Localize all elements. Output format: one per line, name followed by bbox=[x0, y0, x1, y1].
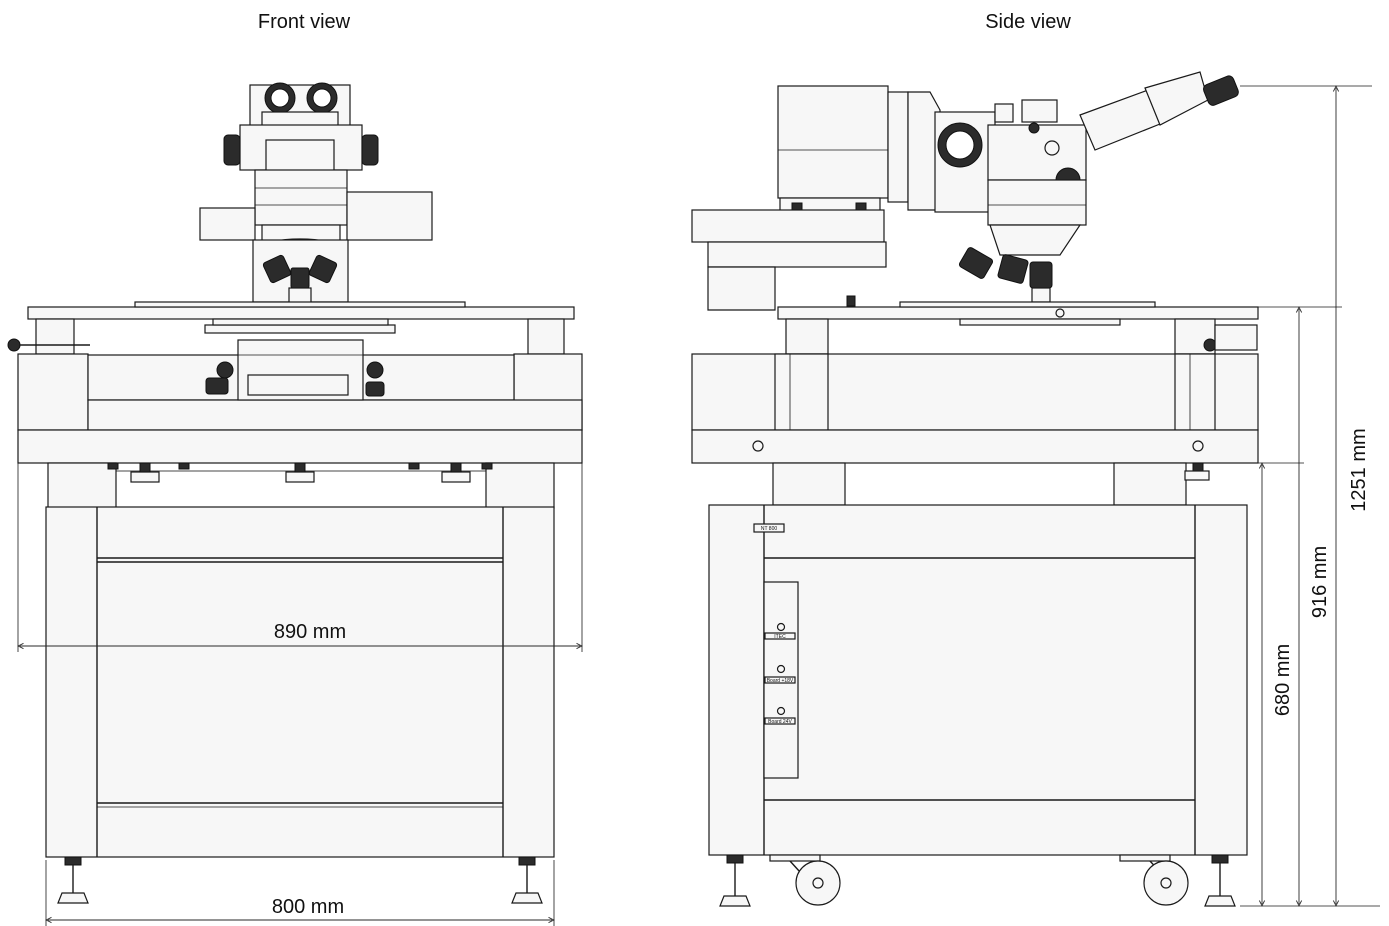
side-base-frame: NT 800 ITEC Board +18V Board 24V bbox=[708, 504, 1248, 907]
side-table bbox=[691, 429, 1259, 506]
front-microscope bbox=[199, 82, 433, 305]
side-microscope bbox=[934, 71, 1239, 303]
panel-label-2: Board +18V bbox=[767, 678, 794, 684]
side-view: Side view bbox=[691, 11, 1380, 907]
side-lamp-housing bbox=[691, 85, 941, 311]
front-dimension-890: 890 mm bbox=[18, 354, 582, 652]
side-dimension-916: 916 mm bbox=[1258, 307, 1342, 904]
panel-label-3: Board 24V bbox=[768, 719, 792, 725]
front-stage bbox=[7, 301, 583, 431]
side-height-1251-label: 1251 mm bbox=[1348, 428, 1370, 511]
front-leveling-feet bbox=[107, 462, 493, 483]
side-control-panel: ITEC Board +18V Board 24V bbox=[763, 581, 799, 779]
front-view-title: Front view bbox=[258, 11, 351, 33]
side-leveling-feet bbox=[719, 854, 1236, 907]
side-height-680-label: 680 mm bbox=[1272, 644, 1294, 716]
front-width-800-label: 800 mm bbox=[272, 896, 344, 918]
side-stage bbox=[691, 295, 1259, 431]
front-dimension-800: 800 mm bbox=[46, 860, 554, 926]
side-nameplate bbox=[753, 523, 785, 533]
side-casters bbox=[769, 854, 1189, 906]
panel-label-1: ITEC bbox=[774, 634, 786, 640]
side-nameplate-text: NT 800 bbox=[761, 526, 778, 532]
front-width-890-label: 890 mm bbox=[274, 621, 346, 643]
side-dimension-680: 680 mm bbox=[1258, 463, 1304, 904]
side-dimension-1251: 1251 mm bbox=[1240, 86, 1380, 906]
front-base-frame bbox=[45, 506, 555, 904]
side-view-title: Side view bbox=[985, 11, 1071, 33]
front-view: Front view bbox=[7, 11, 583, 926]
side-height-916-label: 916 mm bbox=[1309, 546, 1331, 618]
front-table bbox=[17, 429, 583, 509]
